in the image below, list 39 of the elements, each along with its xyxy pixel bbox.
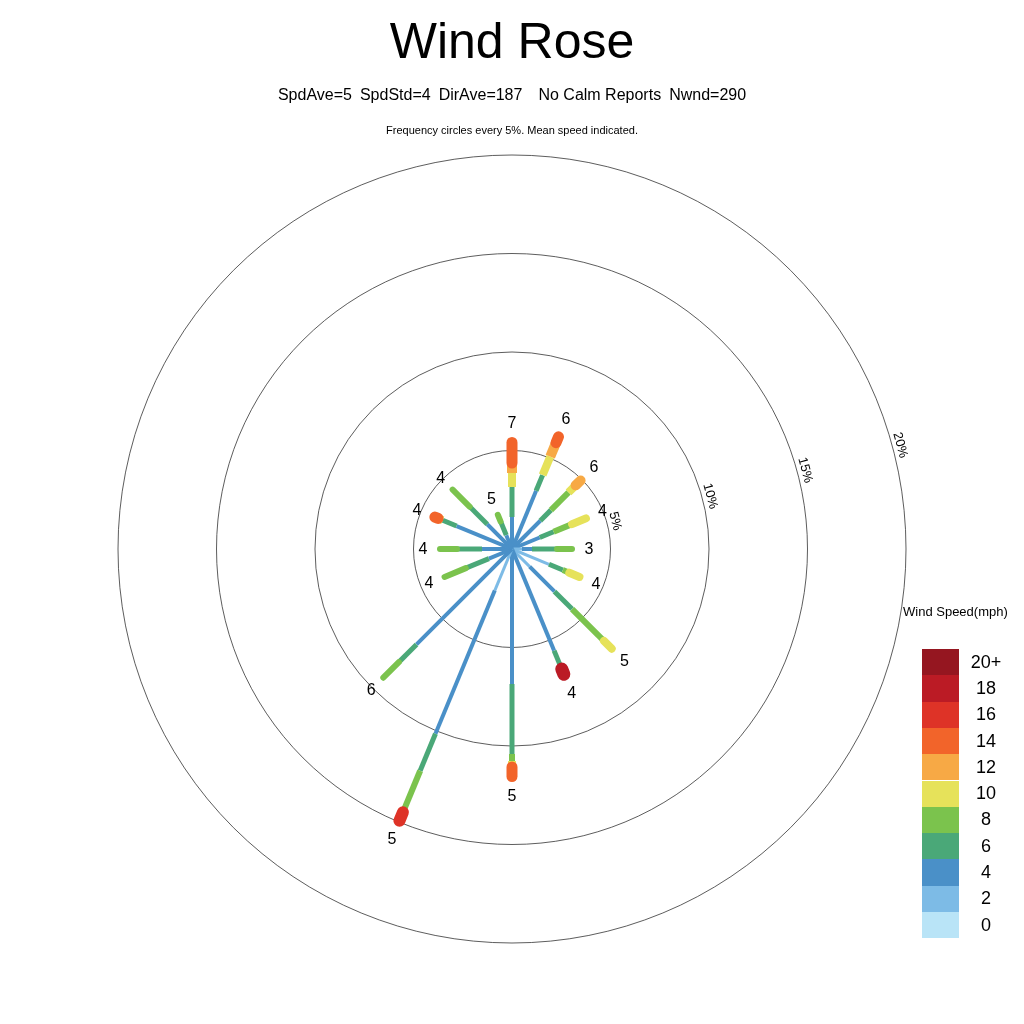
legend-label: 18 <box>975 677 997 699</box>
ring-label: 10% <box>701 481 721 510</box>
legend-label: 16 <box>975 704 997 726</box>
mean-speed-label: 3 <box>584 541 594 557</box>
mean-speed-label: 4 <box>412 501 422 518</box>
mean-speed-label: 4 <box>424 575 434 592</box>
statistic-text: SpdStd=4 <box>359 86 431 104</box>
mean-speed-label: 5 <box>507 788 517 804</box>
legend-label: 6 <box>980 835 992 857</box>
legend-label: 14 <box>975 730 997 752</box>
mean-speed-label: 5 <box>387 831 397 848</box>
mean-speed-label: 4 <box>436 469 446 486</box>
mean-speed-label: 5 <box>619 653 629 670</box>
statistic-text: SpdAve=5 <box>277 86 352 104</box>
legend-label: 10 <box>975 783 997 805</box>
chart-title: Wind Rose <box>388 12 636 70</box>
ring-label: 15% <box>796 455 816 485</box>
mean-speed-label: 6 <box>561 410 571 427</box>
legend-label: 4 <box>980 862 992 884</box>
statistic-text: DirAve=187 <box>438 86 523 104</box>
legend-label: 0 <box>980 914 992 936</box>
mean-speed-label: 7 <box>507 415 517 431</box>
legend-label: 20+ <box>969 651 1003 673</box>
legend-label: 2 <box>980 888 992 910</box>
mean-speed-label: 6 <box>589 458 599 475</box>
legend-label: 8 <box>980 809 992 831</box>
ring-label: 20% <box>891 430 911 459</box>
legend-label: 12 <box>975 756 997 778</box>
statistic-text: No Calm Reports <box>538 86 662 104</box>
ring-label: 5% <box>607 510 625 532</box>
mean-speed-label: 4 <box>567 685 577 702</box>
mean-speed-label: 4 <box>598 503 607 520</box>
mean-speed-label: 4 <box>591 575 601 592</box>
mean-speed-label: 6 <box>366 681 376 698</box>
legend-title: Wind Speed(mph) <box>903 604 1008 619</box>
mean-speed-label: 5 <box>486 491 496 508</box>
chart-note: Frequency circles every 5%. Mean speed indicated. <box>385 124 639 136</box>
statistic-text: Nwnd=290 <box>669 86 747 104</box>
mean-speed-label: 4 <box>418 541 428 557</box>
